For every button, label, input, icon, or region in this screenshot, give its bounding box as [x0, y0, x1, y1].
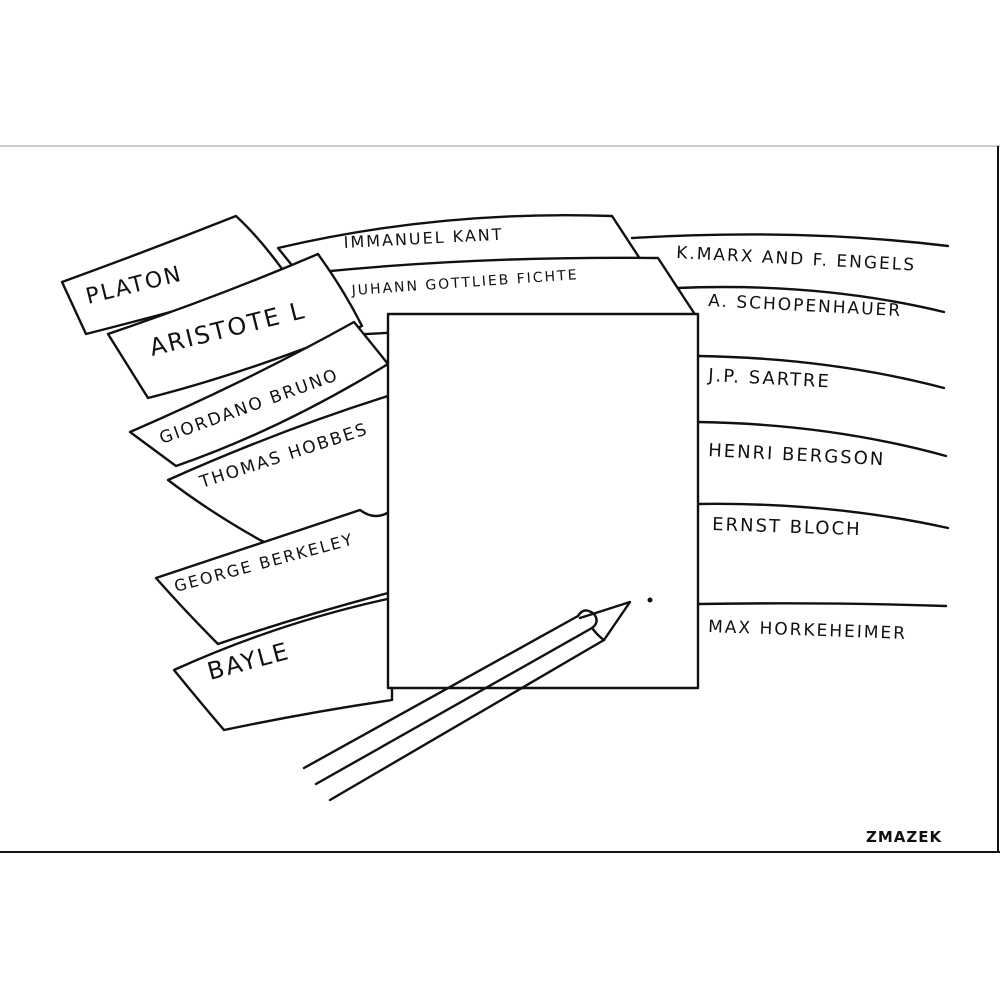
label-marx-engels: K.MARX AND F. ENGELS [676, 243, 917, 276]
left-sheet-bayle: BAYLE [172, 596, 394, 732]
label-horkheimer: MAX HORKEHEIMER [708, 617, 908, 644]
right-sheet-marx-engels: K.MARX AND F. ENGELS [630, 233, 950, 276]
pencil-icon [302, 597, 653, 802]
right-sheet-bloch: ERNST BLOCH [696, 502, 950, 540]
label-sartre: J.P. SARTRE [707, 365, 832, 392]
blank-paper-sheet-icon [386, 312, 700, 690]
right-sheet-bergson: HENRI BERGSON [696, 420, 948, 470]
label-bergson: HENRI BERGSON [708, 440, 886, 470]
right-sheet-schopenhauer: A. SCHOPENHAUER [674, 285, 946, 321]
label-bloch: ERNST BLOCH [712, 514, 862, 540]
right-sheet-sartre: J.P. SARTRE [696, 354, 946, 392]
left-sheet-platon: PLATON [60, 214, 292, 336]
pencil-dot [647, 597, 653, 603]
artist-signature: ZMAZEK [866, 828, 943, 846]
label-schopenhauer: A. SCHOPENHAUER [708, 291, 903, 321]
right-sheet-horkheimer: MAX HORKEHEIMER [696, 602, 948, 644]
